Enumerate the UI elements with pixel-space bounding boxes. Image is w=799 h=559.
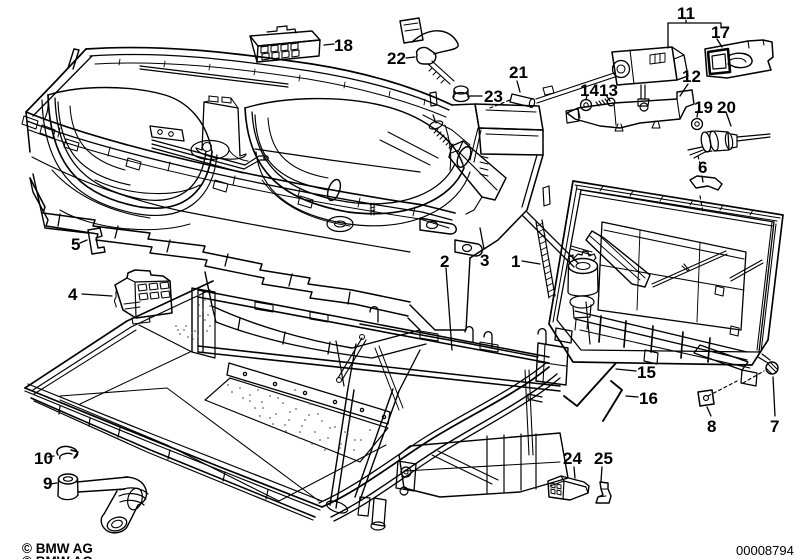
svg-text:3: 3 — [480, 251, 489, 270]
svg-text:17: 17 — [711, 23, 730, 42]
svg-text:19: 19 — [694, 98, 713, 117]
svg-text:7: 7 — [770, 417, 779, 436]
svg-text:9: 9 — [43, 474, 52, 493]
svg-text:8: 8 — [707, 417, 716, 436]
svg-text:24: 24 — [563, 449, 582, 468]
svg-text:14: 14 — [580, 81, 599, 100]
svg-text:22: 22 — [387, 49, 406, 68]
svg-text:25: 25 — [594, 449, 613, 468]
svg-text:1: 1 — [511, 252, 520, 271]
svg-text:4: 4 — [68, 285, 78, 304]
svg-text:6: 6 — [698, 158, 707, 177]
svg-text:12: 12 — [682, 67, 701, 86]
svg-text:15: 15 — [637, 363, 656, 382]
svg-text:10: 10 — [34, 449, 53, 468]
svg-text:2: 2 — [440, 252, 449, 271]
svg-text:18: 18 — [334, 36, 353, 55]
svg-text:5: 5 — [71, 235, 80, 254]
svg-text:11: 11 — [677, 4, 695, 23]
svg-text:21: 21 — [509, 63, 528, 82]
svg-text:23: 23 — [484, 87, 503, 106]
svg-text:13: 13 — [599, 81, 618, 100]
svg-text:20: 20 — [717, 98, 736, 117]
svg-text:16: 16 — [639, 389, 658, 408]
